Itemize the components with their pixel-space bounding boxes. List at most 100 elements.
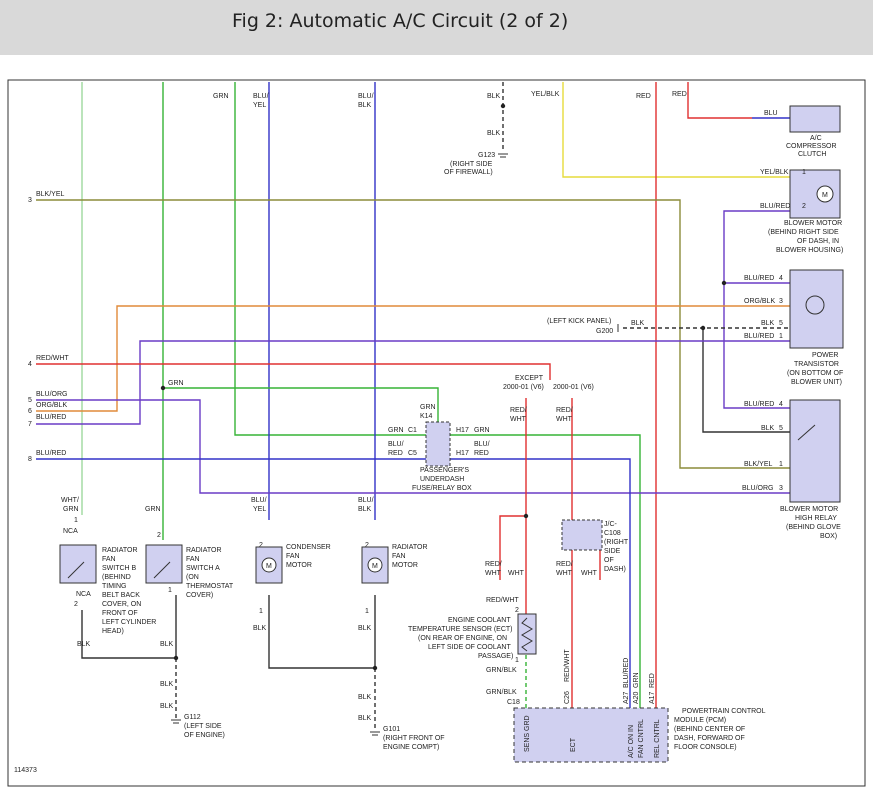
label: BOX) [820,533,837,540]
junction-dot [700,325,706,331]
diagram-border [7,79,866,787]
wires [36,82,810,730]
pin: 2 [259,542,263,549]
label: WHT [508,570,525,577]
condenser-motor-symbol [261,557,277,573]
pin: 3 [779,485,783,492]
junction-dots [160,103,727,671]
label: OF ENGINE) [184,732,225,739]
label: ENGINE COOLANT [448,617,511,624]
wire-red-wht-branch [499,515,526,580]
pin: 6 [28,408,32,415]
label: (RIGHT FRONT OF [383,735,445,742]
wire-org-blk [36,305,790,412]
label: BLU/RED [744,333,774,340]
label: BLU/ [253,93,269,100]
label: A27 [623,691,630,704]
wire-blk-switch-b [81,610,176,659]
label: BLOWER HOUSING) [776,247,843,254]
label: POWERTRAIN CONTROL [682,708,766,715]
label: G200 [596,328,613,335]
label: GRN [388,427,404,434]
label: RED/ [556,561,573,568]
figure-id: 114373 [14,767,37,774]
label: BLOWER MOTOR [784,220,842,227]
label: WHT/ [61,497,79,504]
pin: 1 [365,608,369,615]
label: BLU/ORG [36,391,68,398]
label: BELT BACK [102,592,140,599]
pin: 5 [779,320,783,327]
label: (RIGHT [604,539,629,546]
label: OF FIREWALL) [444,169,493,176]
pcm-module [513,707,669,763]
ground-symbols [171,153,619,736]
label: G112 [184,714,201,721]
label: FRONT OF [102,610,138,617]
label: BLK [761,320,775,327]
label: (LEFT SIDE [184,723,222,730]
blower-motor-symbol [816,185,834,203]
label: BLK [358,625,372,632]
label: BLU/RED [36,450,66,457]
label: NCA [63,528,78,535]
components [59,105,844,763]
label: C26 [564,691,571,704]
label: (BEHIND RIGHT SIDE [768,229,839,236]
label: G123 [478,152,495,159]
label: COVER, ON [102,601,141,608]
label: BLK [358,506,372,513]
label: BLU/RED [744,401,774,408]
wire-blk-relay [702,328,790,433]
radiator-fan-switch-a [145,544,183,584]
junction-dot [372,665,378,671]
label: SIDE [604,548,621,555]
pcm-pin-label: REL CNTRL [654,719,661,758]
label: C5 [408,450,417,457]
label: BLU/ [358,93,374,100]
wire-yel-blk [562,82,810,178]
label: LEFT SIDE OF COOLANT [428,644,511,651]
pin: 7 [28,421,32,428]
label: BLK [487,93,501,100]
blower-motor-high-relay [789,399,841,503]
label: RADIATOR [102,547,138,554]
label: GRN [420,404,436,411]
label: UNDERDASH [420,476,464,483]
label: WHT [556,570,573,577]
label: PASSAGE) [478,653,513,660]
label: FAN [102,556,116,563]
pin: 1 [802,169,806,176]
label: YEL/BLK [531,91,560,98]
wire-blu-org [36,399,790,494]
label: BLU/ [251,497,267,504]
label: WHT [485,570,502,577]
label: C1 [408,427,417,434]
label: WHT [581,570,598,577]
label: 2000-01 (V6) [553,384,594,391]
label: CONDENSER [286,544,331,551]
label: (BEHIND GLOVE [786,524,841,531]
label: BLOWER MOTOR [780,506,838,513]
pin: 5 [28,397,32,404]
label: COMPRESSOR [786,143,837,150]
label: BLK [631,320,645,327]
label: (ON REAR OF ENGINE, ON [418,635,507,642]
label: RED [388,450,403,457]
label: BLU/RED [744,275,774,282]
label: ORG/BLK [744,298,775,305]
ect-sensor [517,613,537,655]
label: YEL/BLK [760,169,789,176]
label: MODULE (PCM) [674,717,726,724]
label: (ON BOTTOM OF [787,370,843,377]
label: MOTOR [392,562,418,569]
label: DASH, FORWARD OF [674,735,745,742]
wire-red-wht-4 [36,363,551,380]
label: RED [636,93,651,100]
pin: 1 [168,587,172,594]
pin: 3 [28,197,32,204]
thermistor-symbol [521,617,533,652]
label: SWITCH B [102,565,137,572]
label: FUSE/RELAY BOX [412,485,472,492]
label: BLK [358,715,372,722]
